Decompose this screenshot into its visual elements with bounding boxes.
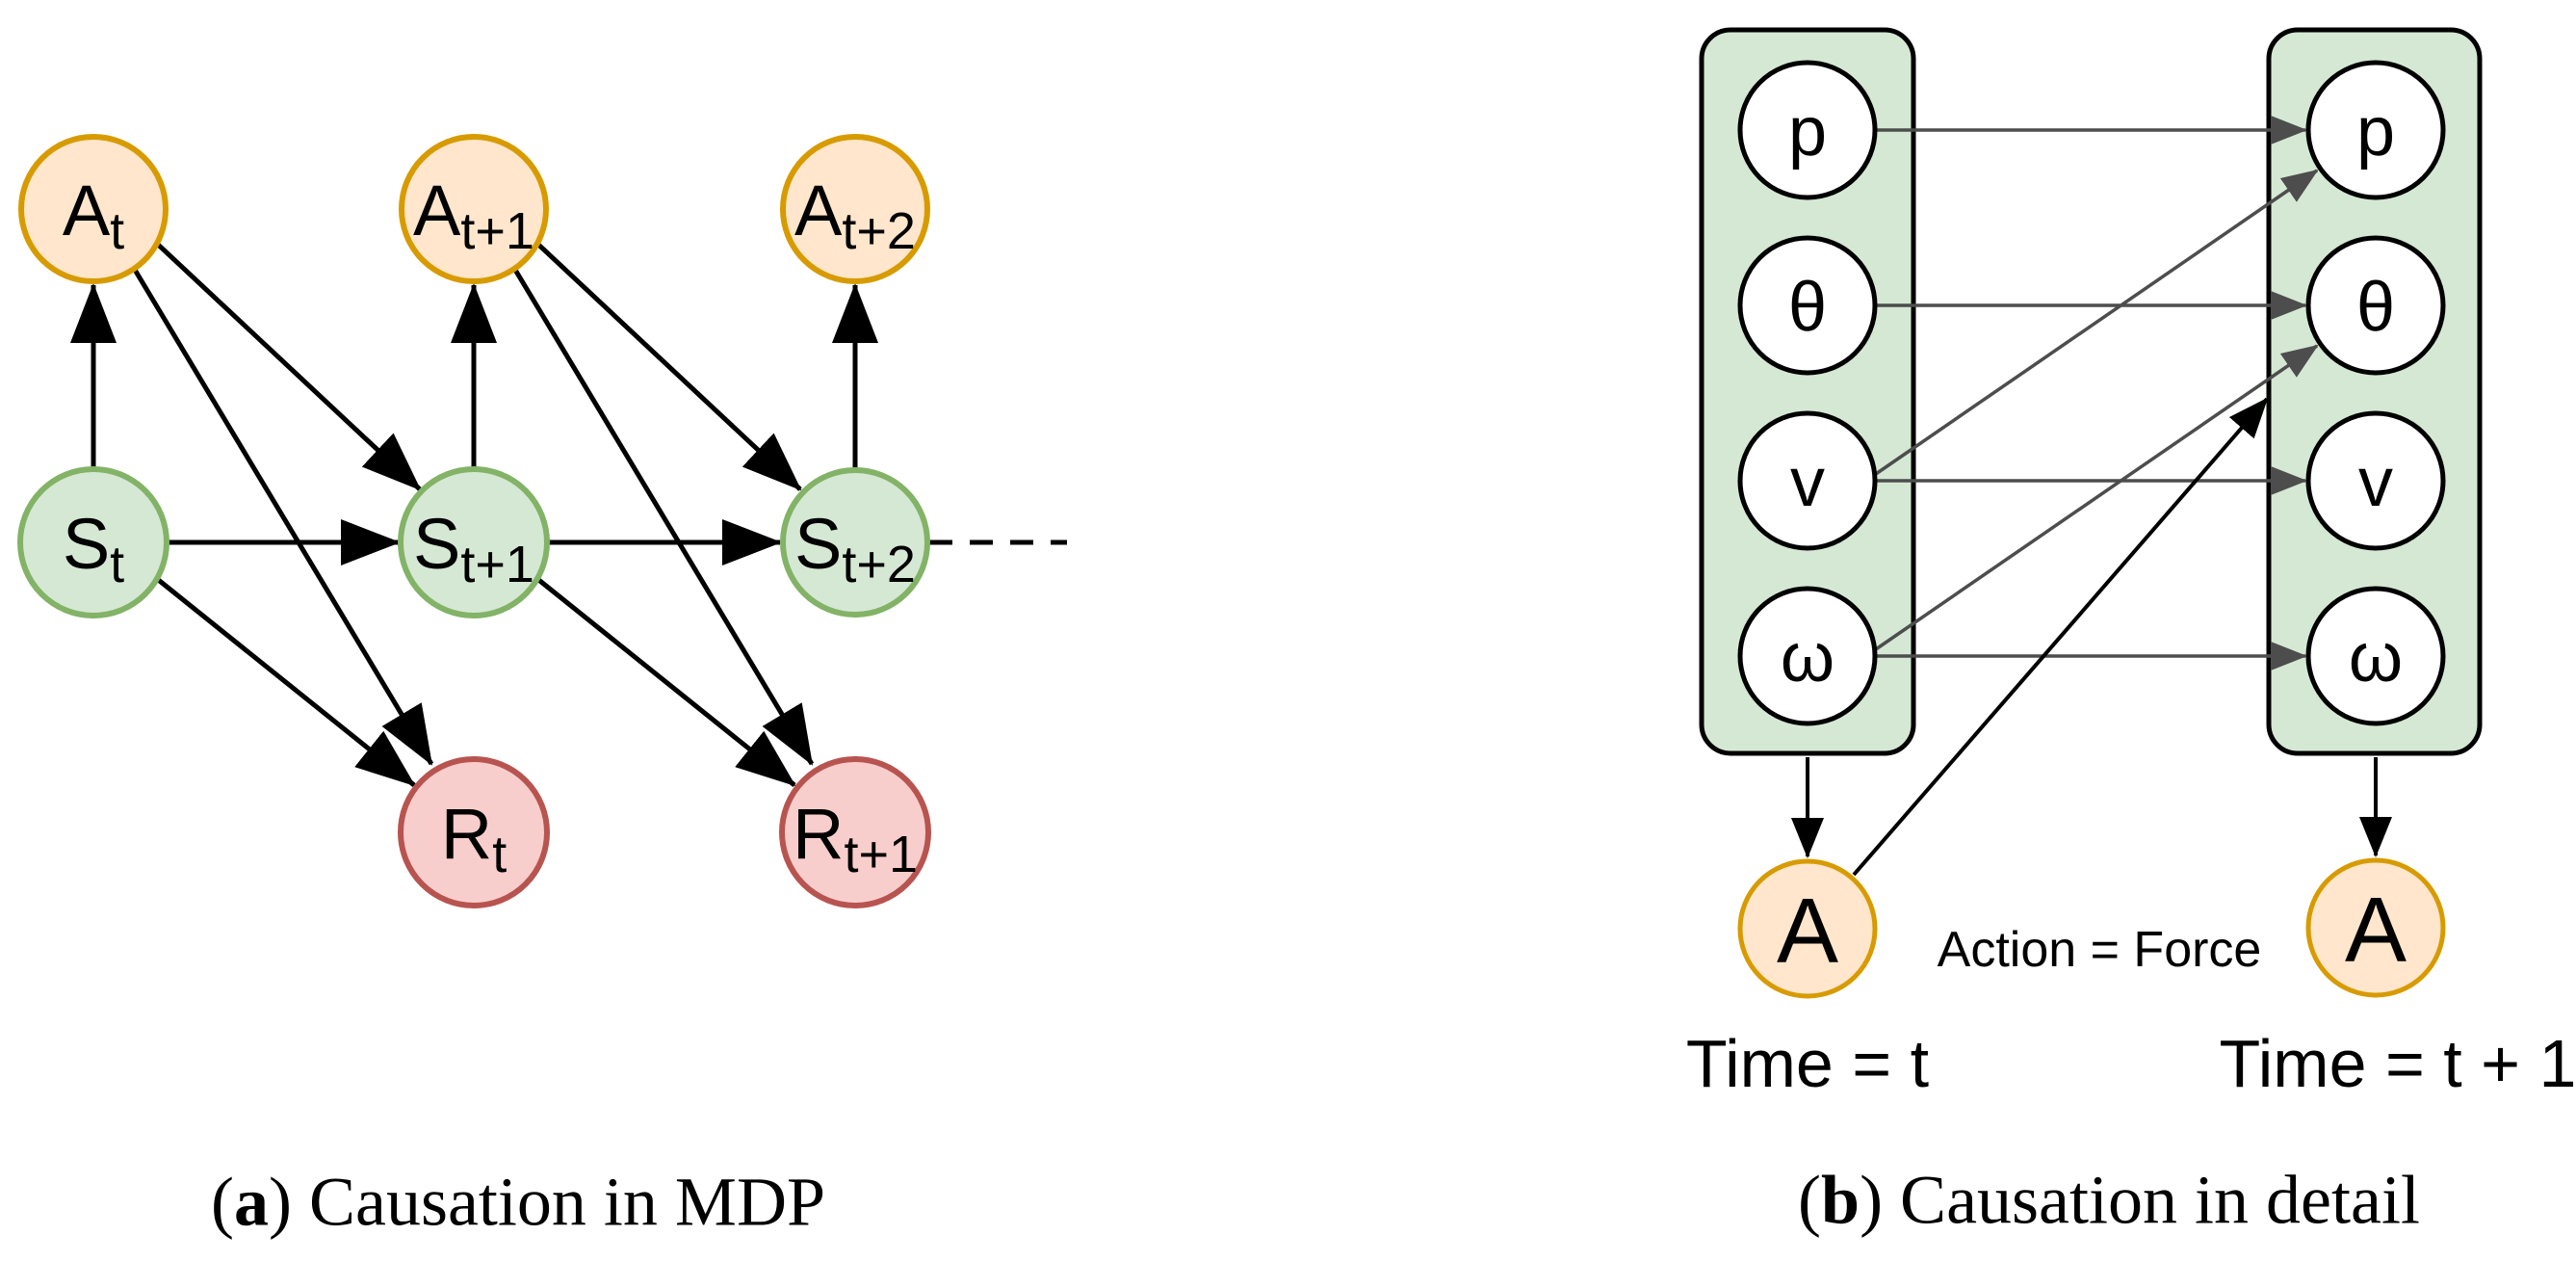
node-label-theta-t1: θ — [2356, 269, 2395, 346]
node-action-t — [1737, 858, 1878, 999]
node-label-v-t1: v — [2358, 444, 2393, 521]
node-theta-t1 — [2305, 235, 2446, 376]
container-state-box-t — [1699, 27, 1916, 756]
caption-a-text: ) Causation in MDP — [268, 1163, 825, 1241]
node-omega-t1 — [2305, 586, 2446, 726]
node-A-t — [18, 134, 169, 284]
caption-a-paren-open: ( — [211, 1163, 234, 1241]
node-label-theta-t: θ — [1788, 269, 1827, 346]
node-S-t2 — [780, 467, 930, 618]
node-label-S-t1: St+1 — [413, 504, 534, 593]
node-label-action-t1: A — [2345, 879, 2407, 982]
edge-St-to-Rt — [154, 576, 416, 787]
edge-St1-to-Rt1 — [534, 576, 796, 787]
caption-b-paren-open: ( — [1798, 1161, 1822, 1239]
caption-b-letter: b — [1821, 1161, 1860, 1239]
node-label-v-t: v — [1790, 444, 1825, 521]
node-label-R-t: Rt — [441, 794, 507, 883]
node-label-A-t1: At+1 — [413, 171, 534, 260]
time-t-label: Time = t — [1685, 1026, 1930, 1101]
node-omega-t — [1737, 586, 1878, 726]
node-A-t2 — [780, 134, 930, 284]
node-action-t1 — [2305, 857, 2446, 998]
node-v-t — [1737, 410, 1878, 551]
time-t-plus-1-label: Time = t + 1 — [2219, 1026, 2576, 1101]
node-label-p-t1: p — [2356, 93, 2395, 171]
edge-v-to-p — [1872, 169, 2319, 478]
node-theta-t — [1737, 235, 1878, 376]
edge-At1-to-St2 — [533, 239, 802, 491]
node-R-t — [398, 756, 550, 908]
edge-At1-to-Rt1 — [512, 268, 815, 766]
node-S-t1 — [398, 466, 550, 618]
edge-At-to-Rt — [132, 268, 434, 766]
caption-b-text: ) Causation in detail — [1860, 1161, 2420, 1239]
edge-At-to-St1 — [152, 239, 422, 491]
node-p-t1 — [2305, 60, 2446, 200]
node-label-S-t2: St+2 — [794, 504, 916, 593]
node-label-action-t: A — [1777, 880, 1838, 983]
node-S-t — [17, 466, 169, 618]
container-state-box-t1 — [2266, 27, 2483, 756]
node-label-omega-t1: ω — [2349, 619, 2403, 697]
node-label-S-t: St — [63, 504, 124, 593]
node-A-t1 — [399, 134, 549, 284]
edge-omega-to-theta — [1872, 344, 2319, 653]
caption-a: (a) Causation in MDP — [211, 1163, 825, 1243]
caption-b: (b) Causation in detail — [1798, 1161, 2420, 1241]
node-p-t — [1737, 60, 1878, 200]
node-label-omega-t: ω — [1781, 619, 1834, 697]
node-R-t1 — [779, 756, 931, 908]
node-label-p-t: p — [1788, 93, 1827, 171]
action-force-label: Action = Force — [1937, 922, 2262, 978]
caption-a-letter: a — [233, 1163, 269, 1241]
edge-action-force-arrow — [1852, 397, 2269, 877]
node-label-R-t1: Rt+1 — [793, 794, 918, 883]
node-label-A-t: At — [63, 171, 124, 260]
node-v-t1 — [2305, 410, 2446, 551]
node-label-A-t2: At+2 — [794, 171, 916, 260]
